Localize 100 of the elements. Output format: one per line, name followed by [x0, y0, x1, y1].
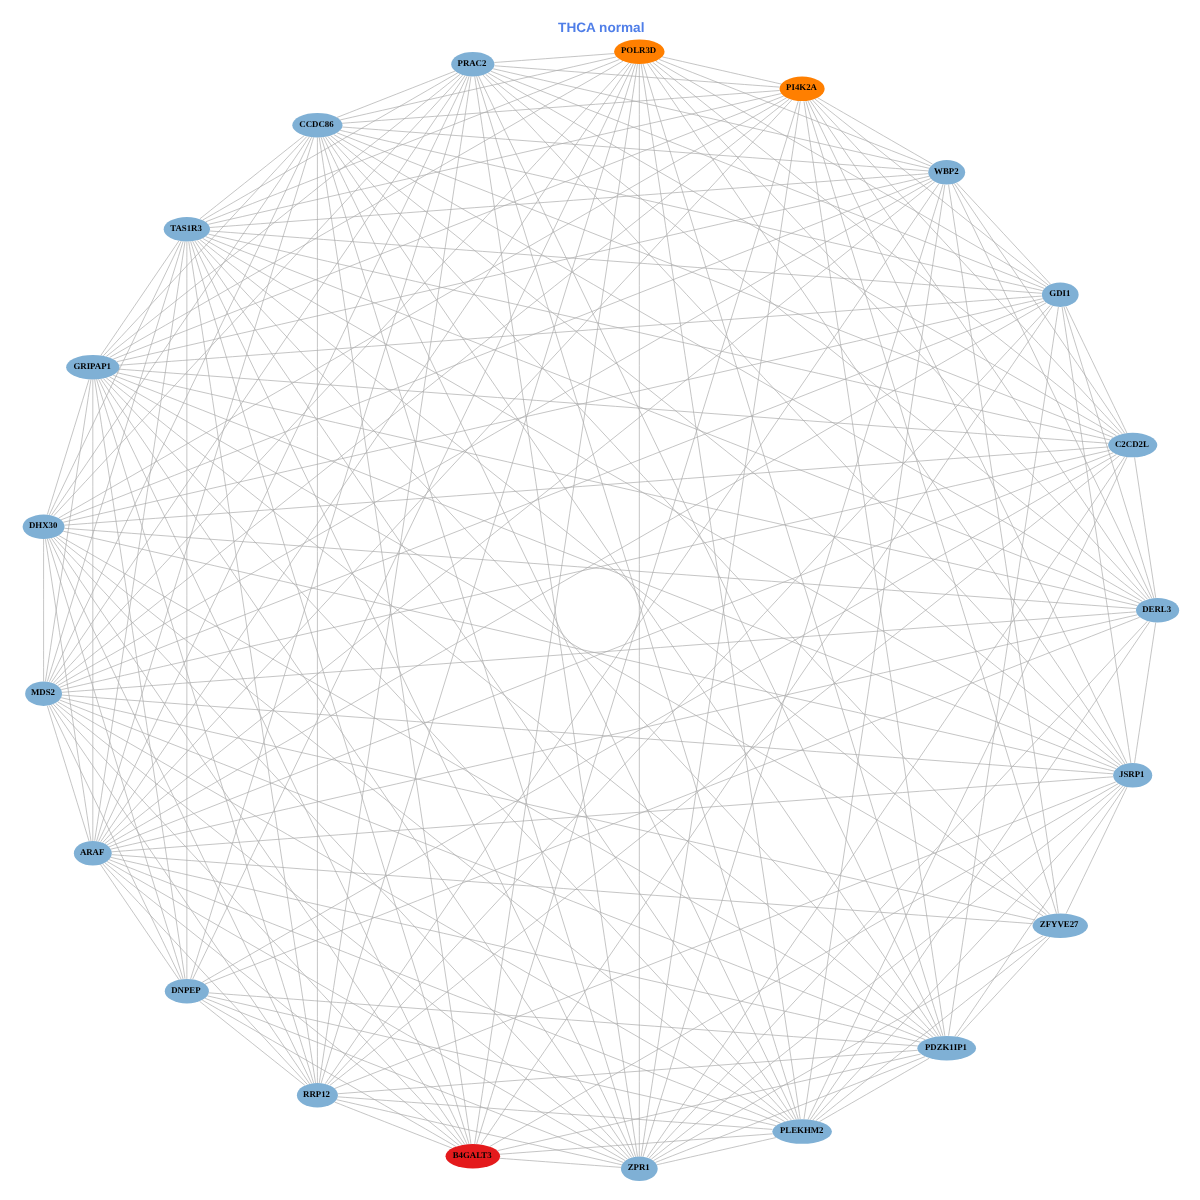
connector — [49, 704, 309, 1085]
connector — [489, 70, 1044, 289]
connector — [655, 1137, 776, 1166]
connector — [99, 240, 179, 356]
connector — [95, 379, 313, 1084]
connector — [816, 97, 932, 165]
connector — [46, 241, 183, 682]
connector — [804, 100, 1056, 914]
connector — [953, 786, 1125, 1037]
connector — [200, 454, 1116, 983]
connector — [46, 705, 89, 842]
connector — [813, 98, 1048, 286]
connector — [947, 306, 1058, 1036]
connector — [54, 702, 627, 1160]
connector — [54, 98, 789, 685]
connector — [649, 784, 1120, 1160]
connector — [951, 183, 1152, 599]
connector — [200, 999, 456, 1147]
connector — [657, 59, 931, 167]
connector — [1064, 306, 1127, 434]
connector — [60, 611, 1136, 693]
connector — [99, 62, 631, 843]
connector — [110, 776, 1113, 853]
connector — [203, 998, 623, 1163]
connector — [108, 376, 1043, 917]
connector — [195, 240, 936, 1037]
connector — [329, 135, 1120, 766]
connector — [641, 63, 943, 1037]
connector — [660, 56, 781, 85]
connector — [336, 1096, 772, 1130]
connector — [101, 863, 307, 1085]
connector — [111, 374, 1116, 770]
connector — [91, 379, 93, 842]
connector — [95, 137, 313, 842]
connector — [97, 75, 467, 842]
connector — [58, 699, 925, 1041]
connector — [335, 132, 1113, 438]
connector — [208, 173, 928, 228]
connector — [97, 378, 467, 1145]
connector — [340, 126, 928, 172]
connector — [641, 183, 943, 1158]
connector — [336, 1049, 917, 1095]
connector — [493, 53, 614, 63]
connector — [103, 862, 459, 1146]
connector — [50, 537, 465, 1145]
connector — [808, 100, 1149, 599]
connector — [47, 240, 181, 516]
connector — [46, 538, 183, 980]
connector — [99, 864, 179, 980]
connector — [185, 241, 187, 980]
connector — [338, 130, 1043, 292]
connector — [44, 379, 91, 682]
connector — [99, 378, 631, 1158]
connector — [60, 694, 1113, 775]
connector — [109, 614, 1137, 850]
connector — [491, 68, 929, 169]
connector — [335, 70, 455, 118]
connector — [203, 616, 1139, 985]
connector — [207, 992, 917, 1047]
connector — [1133, 457, 1156, 599]
connector — [338, 56, 616, 121]
connector — [206, 995, 776, 1126]
connector — [105, 861, 625, 1161]
connector — [802, 184, 945, 1120]
connector — [108, 60, 623, 358]
connector — [48, 136, 311, 683]
connector — [46, 379, 89, 515]
connector — [648, 62, 1147, 600]
connector — [806, 100, 1127, 764]
connector — [63, 446, 1108, 526]
connector — [56, 180, 932, 686]
connector — [204, 236, 1140, 604]
connector — [56, 701, 784, 1122]
connector — [806, 456, 1127, 1120]
connector — [54, 536, 788, 1121]
connector — [652, 935, 1043, 1161]
connector — [947, 184, 1058, 914]
connector — [57, 535, 929, 1039]
connector — [207, 233, 1110, 441]
connector — [115, 175, 929, 363]
connector — [109, 857, 920, 1043]
connector — [645, 456, 1125, 1158]
connector — [51, 62, 629, 684]
connector — [104, 73, 460, 357]
connector — [59, 697, 1035, 921]
connector — [811, 99, 1122, 435]
connector — [103, 181, 935, 844]
connector — [59, 178, 931, 521]
connector — [335, 1099, 622, 1166]
connector — [645, 63, 1125, 765]
connector — [63, 527, 1136, 609]
connector — [47, 538, 311, 1084]
connector — [107, 452, 1113, 848]
connector — [333, 1101, 452, 1149]
connector — [814, 936, 1046, 1122]
connector — [1133, 622, 1156, 764]
connector — [321, 136, 796, 1120]
connector — [102, 378, 791, 1121]
connector — [198, 1000, 305, 1086]
connector — [332, 134, 1142, 602]
